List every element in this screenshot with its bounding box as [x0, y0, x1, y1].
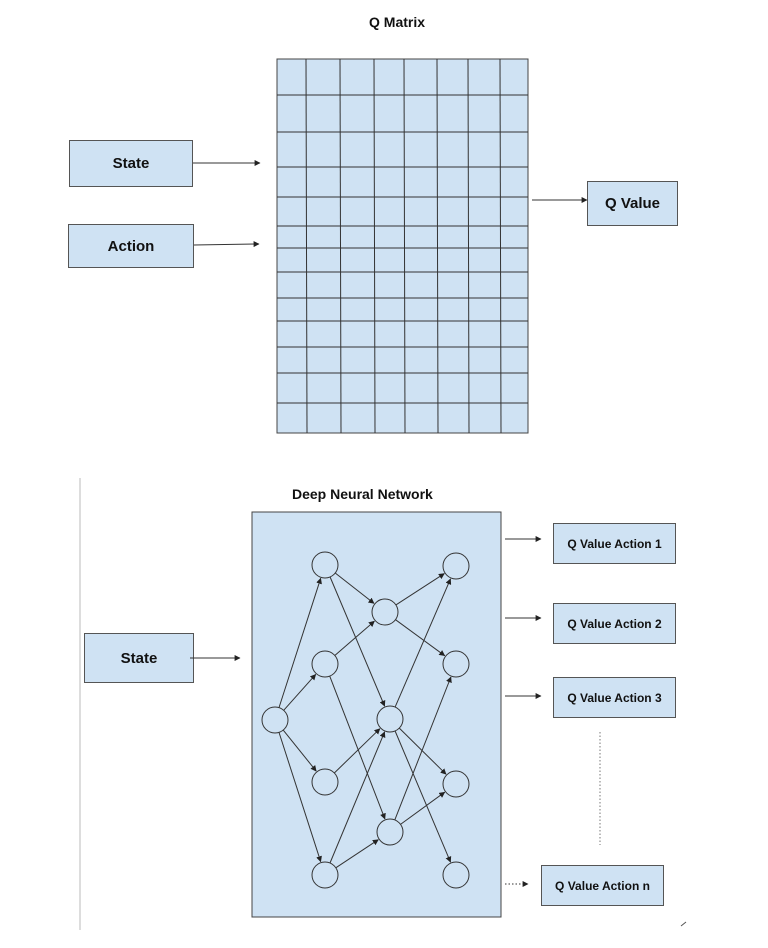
q-matrix-state-box: State — [69, 140, 193, 187]
dnn-state-box: State — [84, 633, 194, 683]
dnn-title: Deep Neural Network — [292, 486, 433, 502]
network-node — [442, 552, 470, 580]
network-edge — [394, 676, 452, 821]
dnn-container — [251, 511, 502, 918]
grid-column-line — [403, 58, 406, 434]
q-matrix-title: Q Matrix — [369, 14, 426, 30]
network-edge — [278, 732, 322, 863]
network-edge — [394, 730, 452, 863]
network-edge — [282, 729, 317, 772]
network-edge — [335, 839, 379, 869]
grid-column-line — [373, 58, 376, 434]
network-node — [442, 861, 470, 889]
network-node — [442, 650, 470, 678]
network-edge — [395, 619, 446, 657]
network-edge — [334, 572, 375, 604]
network-node — [371, 598, 399, 626]
network-node — [261, 706, 289, 734]
grid-column-line — [436, 58, 439, 434]
network-node — [376, 818, 404, 846]
network-edge — [329, 675, 386, 820]
q-value-action-1-box: Q Value Action 1 — [553, 523, 676, 564]
corner-mark — [680, 921, 687, 927]
grid-column-line — [305, 58, 308, 434]
network-edge — [400, 791, 446, 825]
network-edges — [278, 572, 452, 869]
grid-column-line — [467, 58, 470, 434]
network-node — [442, 770, 470, 798]
network-node — [311, 861, 339, 889]
network-edge — [334, 620, 375, 656]
network-edge — [278, 577, 322, 708]
network-edge — [333, 728, 381, 774]
network-edge — [398, 727, 447, 775]
q-matrix-action-box: Action — [68, 224, 194, 268]
q-matrix-grid — [276, 58, 529, 434]
q-value-action-2-box: Q Value Action 2 — [553, 603, 676, 644]
network-nodes — [261, 551, 470, 889]
network-edge — [329, 731, 386, 864]
network-node — [311, 551, 339, 579]
network-edge — [329, 576, 386, 707]
network-node — [311, 650, 339, 678]
network-edge — [394, 578, 452, 708]
network-node — [311, 768, 339, 796]
action-to-matrix-arrow — [193, 241, 260, 248]
q-value-action-3-box: Q Value Action 3 — [553, 677, 676, 718]
q-value-action-n-box: Q Value Action n — [541, 865, 664, 906]
network-node — [376, 705, 404, 733]
grid-column-line — [339, 58, 342, 434]
network-edge — [283, 673, 317, 711]
q-value-box: Q Value — [587, 181, 678, 226]
grid-column-line — [499, 58, 502, 434]
network-edge — [395, 573, 445, 606]
